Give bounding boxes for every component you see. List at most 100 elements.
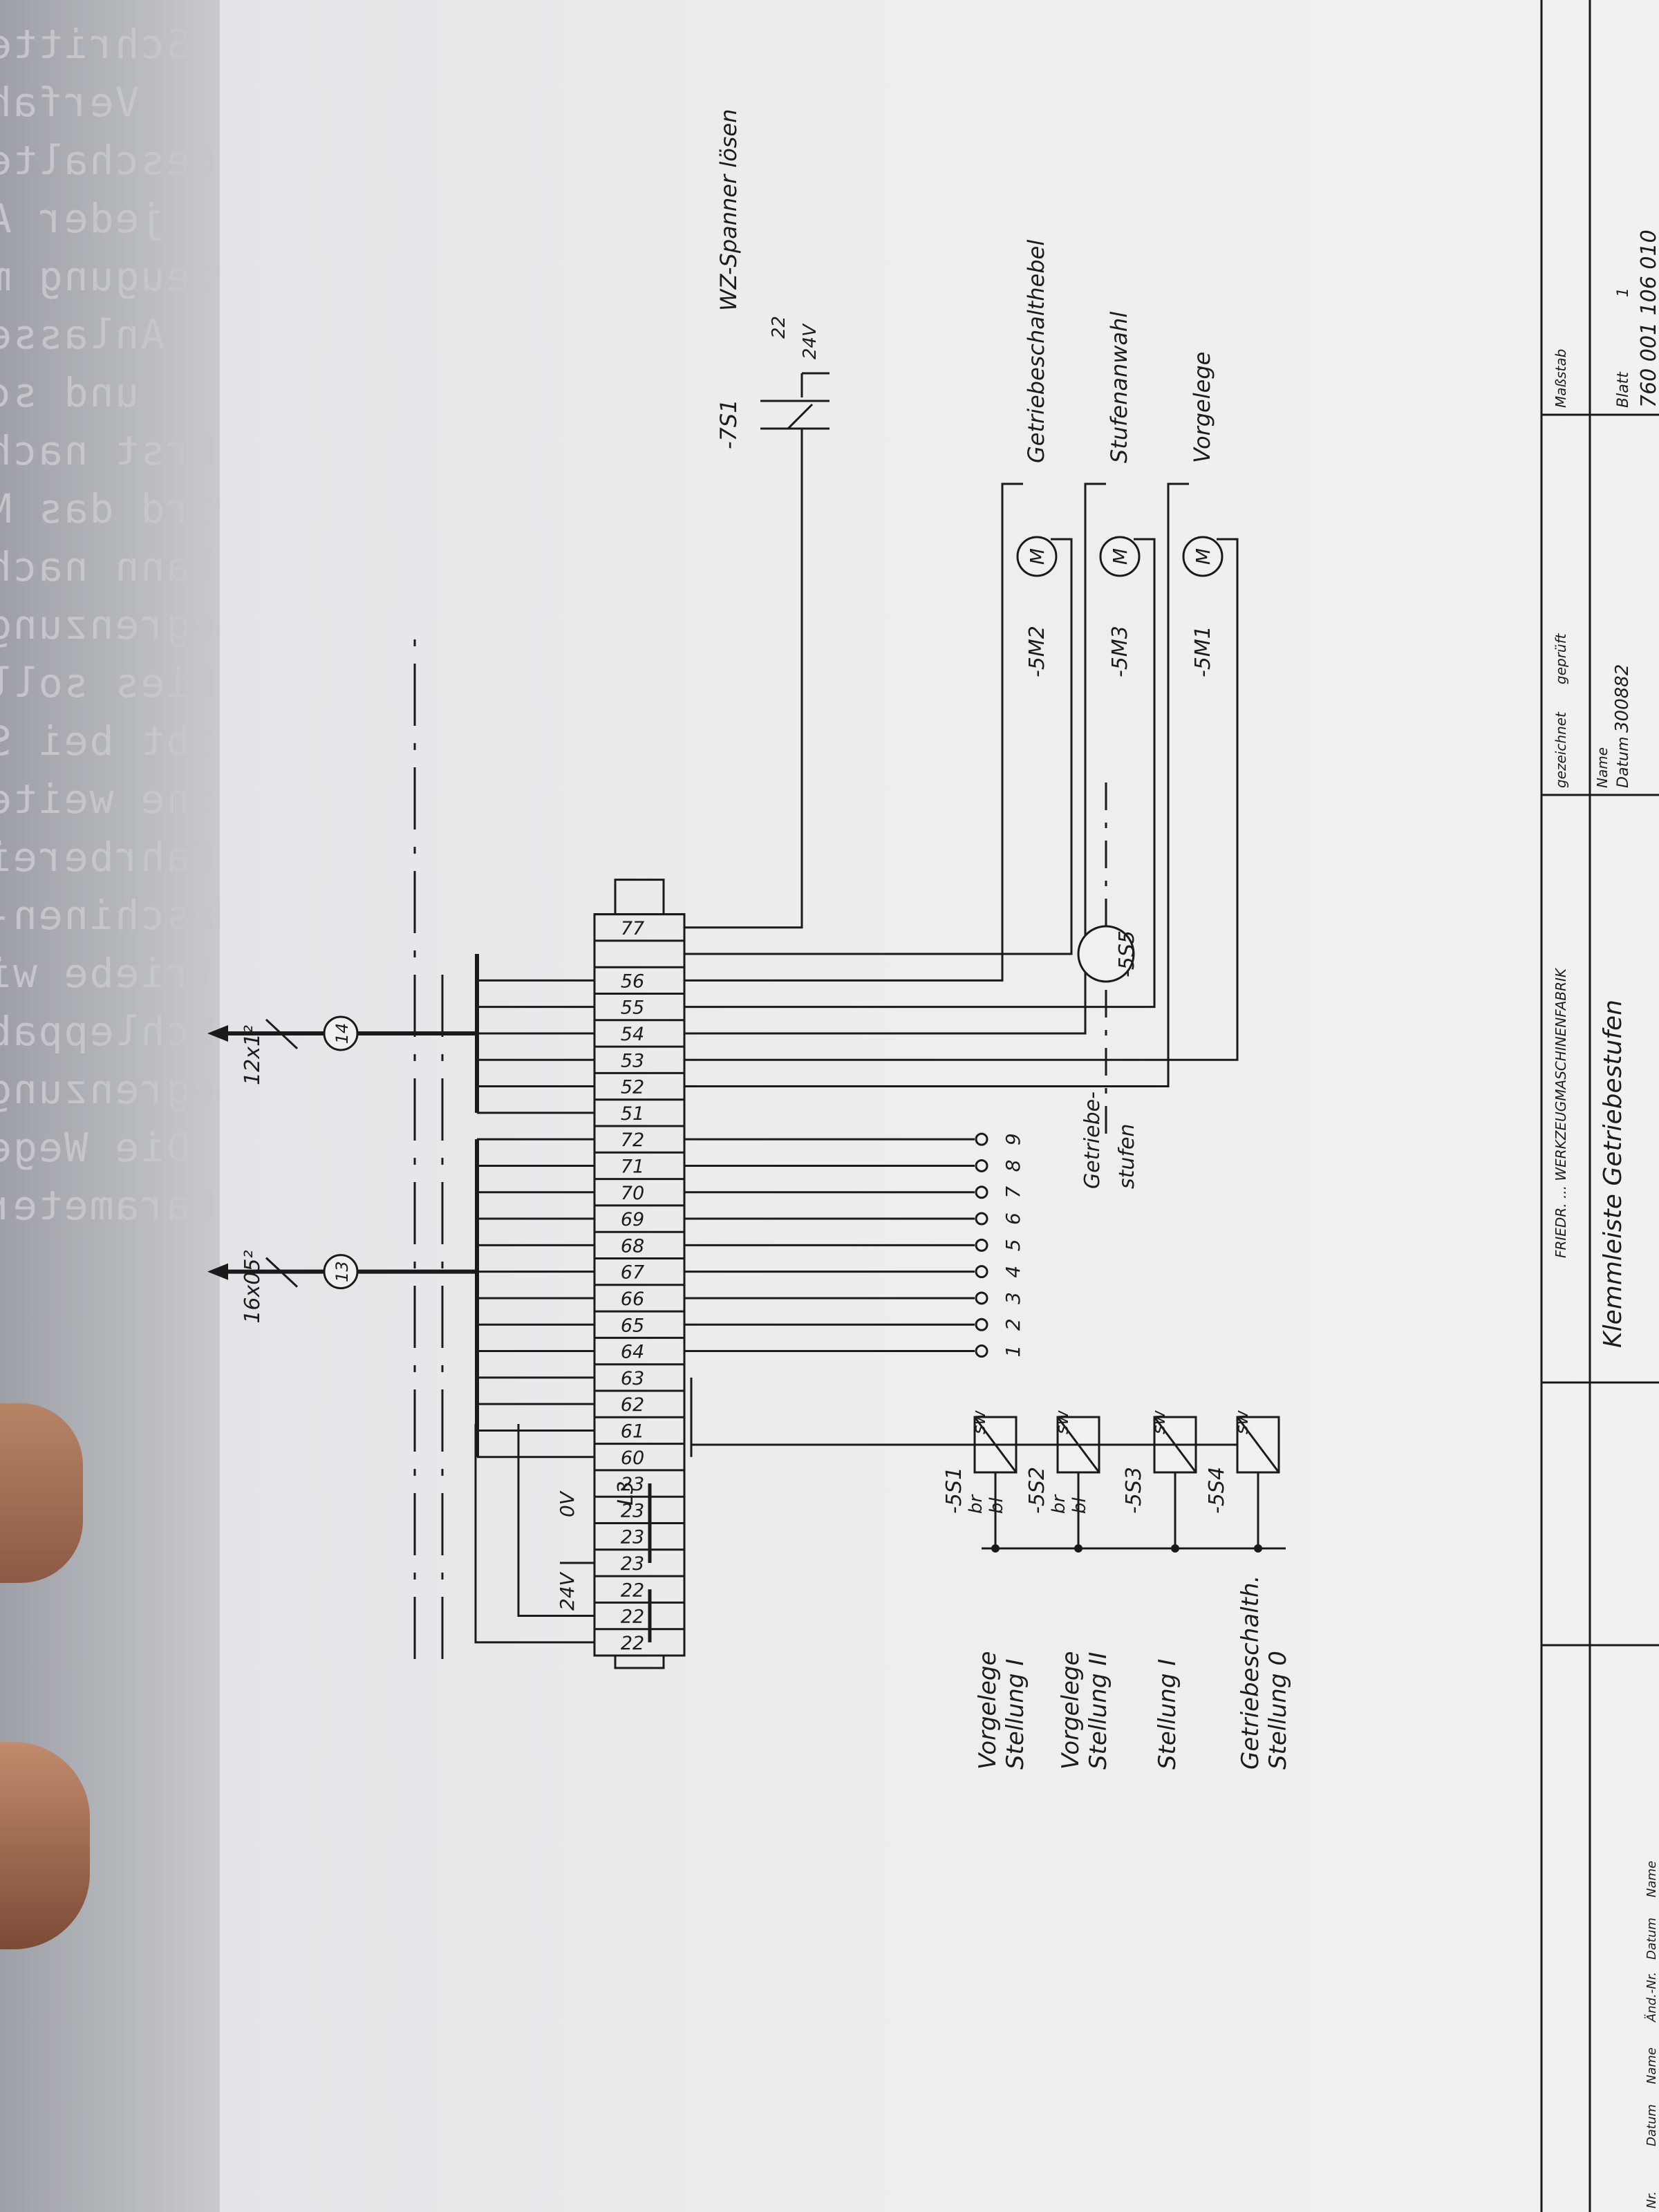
- sensor-wire-b: bl: [1069, 1497, 1090, 1514]
- date-value: 300882: [1612, 664, 1633, 733]
- sensor-wire-c: sw: [969, 1409, 990, 1434]
- rotary-position: 2: [1002, 1318, 1024, 1331]
- sensor-wire-c: sw: [1232, 1409, 1253, 1434]
- terminal-number: 23: [621, 1500, 644, 1521]
- terminal-number: 70: [621, 1183, 644, 1204]
- sensor-wire-a: br: [966, 1493, 986, 1514]
- sensor-ref: -5S1: [942, 1467, 966, 1514]
- bus-24v: [474, 1424, 594, 1644]
- terminal-number: 52: [621, 1077, 644, 1098]
- rotary-label2: stufen: [1115, 1124, 1139, 1189]
- rotary-contact: [975, 1185, 988, 1199]
- motor-label: Stufenanwahl: [1106, 312, 1132, 463]
- switch-ref: -7S1: [715, 399, 742, 449]
- cable-arrow: [207, 1024, 228, 1042]
- sensor-function-label: Getriebeschalth.: [1237, 1575, 1264, 1770]
- strip-end-cap: [614, 879, 665, 915]
- revision-column-label: Änd.-Nr.: [1644, 1972, 1659, 2023]
- terminal-number: 55: [621, 997, 644, 1019]
- rotary-position: 3: [1002, 1292, 1024, 1304]
- switch-voltage: 24V: [800, 323, 821, 359]
- cable-slash: [265, 1257, 299, 1288]
- company-name: FRIEDR. ... WERKZEUGMASCHINENFABRIK: [1553, 967, 1569, 1258]
- sensor-ref: -5S2: [1025, 1467, 1049, 1514]
- terminal-number: 72: [621, 1130, 644, 1151]
- motor-symbol: M: [1192, 548, 1215, 565]
- motor-symbol: M: [1026, 548, 1049, 565]
- sensor-ref: -5S4: [1205, 1467, 1229, 1514]
- sensor-signal-wire: [690, 1377, 1237, 1446]
- drawn-label: gezeichnet: [1553, 711, 1569, 788]
- rotary-contact: [975, 1238, 988, 1252]
- strip-end-cap: [614, 1656, 665, 1669]
- terminal-number: 65: [621, 1315, 644, 1336]
- motor-circle: [1016, 536, 1058, 577]
- motor-wire-a: [684, 482, 1106, 1035]
- rail-label-l3: L3: [614, 1481, 638, 1506]
- sensor-ref: -5S3: [1122, 1467, 1146, 1514]
- sensor-wire-a: br: [1049, 1493, 1069, 1514]
- sensor-wire-c: sw: [1052, 1409, 1073, 1434]
- terminal-number: 62: [621, 1394, 644, 1416]
- terminal-number: 66: [621, 1288, 644, 1310]
- switch-contact: [787, 403, 814, 430]
- terminal-number: 23: [621, 1527, 644, 1548]
- cable-13-bubble: [323, 1254, 359, 1290]
- rotary-position: 9: [1002, 1133, 1024, 1145]
- terminal-number: 77: [621, 918, 644, 939]
- motor-wire-a: [684, 482, 1189, 1088]
- motor-wire-b: [684, 538, 1073, 955]
- motor-wire-b: [684, 538, 1156, 1009]
- sensor-diagonal: [1236, 1416, 1280, 1473]
- rotary-contact: [975, 1265, 988, 1279]
- sensor-function-label: Vorgelege: [974, 1651, 1002, 1770]
- motor-ref: -5M3: [1108, 626, 1132, 677]
- name-label: Name: [1594, 747, 1611, 788]
- rail-label-24v: 24V: [556, 1571, 579, 1611]
- sheet-value: 1: [1615, 288, 1632, 297]
- finger: [0, 1742, 90, 1949]
- sensor-signal-wire: [690, 1443, 975, 1457]
- drawing-title: Klemmleiste Getriebestufen: [1599, 1000, 1627, 1348]
- rotary-position: 4: [1002, 1266, 1024, 1278]
- terminal-number: 71: [621, 1156, 644, 1177]
- wires: [207, 372, 1286, 1669]
- terminal-number: 61: [621, 1421, 644, 1442]
- motor-ref: -5M2: [1025, 626, 1049, 677]
- rotary-contact: [975, 1159, 988, 1172]
- terminal-number: 22: [621, 1606, 644, 1628]
- revision-column-label: Datum: [1644, 1918, 1659, 1960]
- terminal-strip: 2222222323232360616263646566676869707172…: [593, 913, 686, 1657]
- revision-column-label: Name: [1644, 1861, 1659, 1897]
- switch-terminal: 22: [769, 316, 789, 339]
- rotary-label: Getriebe-: [1080, 1091, 1105, 1189]
- terminal-number: 63: [621, 1368, 644, 1389]
- revision-column-label: Datum: [1644, 2104, 1659, 2146]
- revision-column-label: Name: [1644, 2047, 1659, 2084]
- terminal-number: 51: [621, 1103, 644, 1125]
- motor-wire-a: [684, 482, 1023, 982]
- rotary-contact: [975, 1344, 988, 1358]
- terminal-number: 23: [621, 1553, 644, 1575]
- sensor-function-label: Stellung I: [1154, 1659, 1181, 1770]
- rotary-contact: [975, 1212, 988, 1226]
- revision-column-label: Nr.: [1644, 2191, 1659, 2209]
- motor-symbol: M: [1109, 548, 1132, 565]
- cable-14-spec: 12x1²: [241, 1025, 265, 1085]
- rotary-ref: -5S5: [1115, 930, 1139, 977]
- terminal-number: 22: [621, 1633, 644, 1654]
- diagram-rotated-group: 2222222323232360616263646566676869707172…: [207, 0, 1659, 2212]
- rail-label-0v: 0V: [556, 1490, 579, 1517]
- motor-label: Vorgelege: [1189, 352, 1215, 463]
- cable-13-spec: 16x05²: [241, 1250, 265, 1324]
- sheet-label: Blatt: [1615, 371, 1632, 408]
- bus-0v: [517, 1424, 594, 1618]
- terminal-number: 68: [621, 1235, 644, 1257]
- motor-circle: [1182, 536, 1224, 577]
- drawing-number: 760 001 106 010: [1637, 229, 1659, 408]
- sensor-function-label2: Stellung I: [1002, 1659, 1029, 1770]
- motor-label: Getriebeschalthebel: [1023, 240, 1049, 463]
